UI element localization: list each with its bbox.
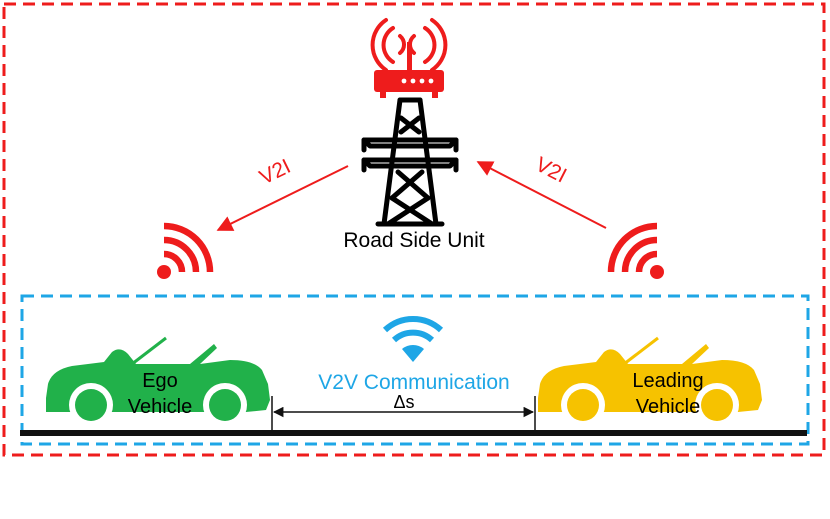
ego-vehicle-label-line2: Vehicle — [128, 396, 193, 418]
v2i-boundary — [2, 2, 826, 457]
road-side-unit-label: Road Side Unit — [343, 229, 484, 252]
leading-vehicle-label-line2: Vehicle — [636, 396, 701, 418]
delta-s-label: Δs — [393, 392, 414, 412]
wifi-icon — [382, 315, 444, 362]
power-tower-icon — [361, 97, 459, 227]
v2v-boundary — [20, 294, 810, 446]
leading-vehicle-label-line1: Leading — [632, 370, 703, 392]
v2v-label: V2V Communication — [318, 371, 509, 394]
signal-icon-leading — [607, 222, 664, 279]
router-antenna-icon — [370, 18, 448, 98]
road — [20, 430, 807, 436]
v2i-label-right: V2I — [532, 153, 571, 188]
v2i-label-left: V2I — [256, 155, 294, 189]
v2i-arrow-right — [476, 161, 607, 229]
signal-icon-ego — [157, 222, 214, 279]
v2i-arrow-left — [216, 165, 349, 231]
leading-car-icon — [538, 336, 762, 427]
ego-vehicle-label-line1: Ego — [142, 370, 178, 392]
ego-car-icon — [46, 336, 270, 427]
